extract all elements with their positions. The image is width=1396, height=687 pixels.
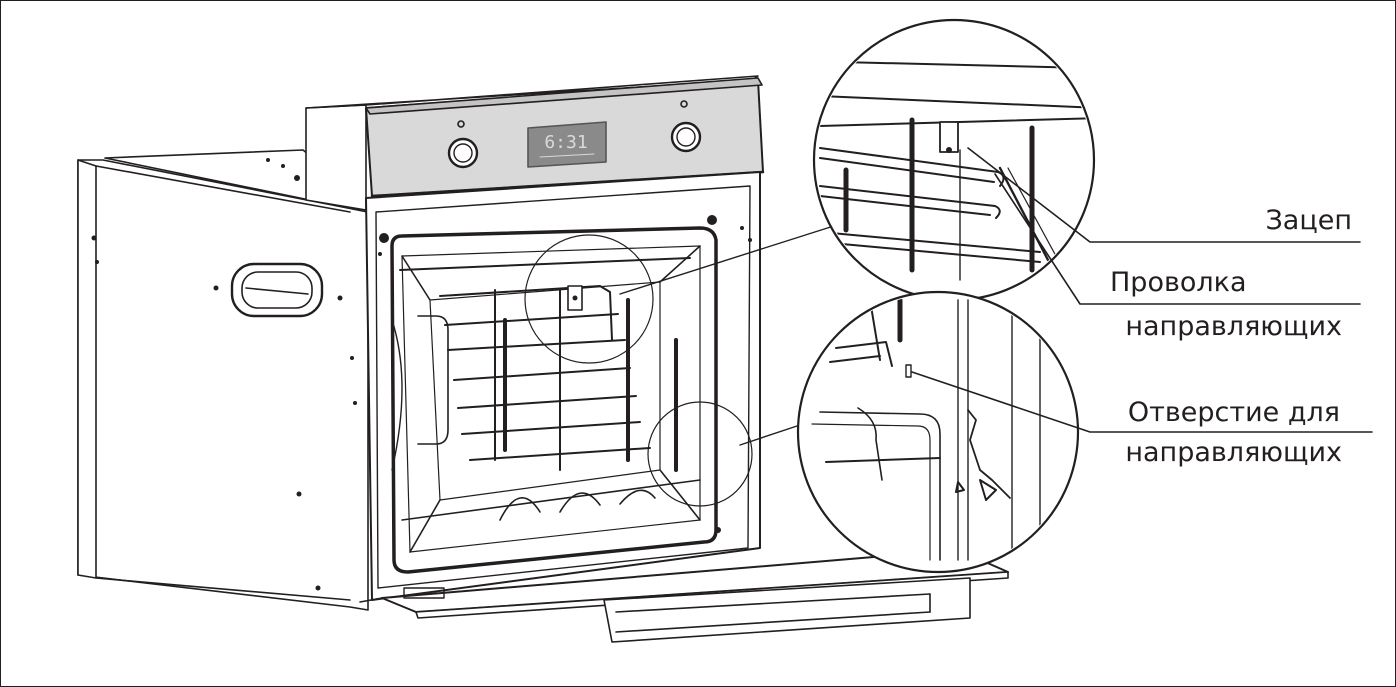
display-time: 6:31 xyxy=(544,132,587,153)
leader-lines xyxy=(619,223,841,446)
label-wire-line1: Проволка xyxy=(1110,267,1247,298)
right-knob-icon xyxy=(670,100,702,153)
oven-cavity xyxy=(365,171,761,601)
detail-circle-top xyxy=(524,234,654,364)
side-handle-icon xyxy=(230,262,324,318)
side-screws xyxy=(91,158,357,591)
clock-display: 6:31 xyxy=(527,121,607,168)
oven-door xyxy=(359,549,1009,643)
label-hole-line2: направляющих xyxy=(1125,437,1342,468)
zoom-circle-hole xyxy=(796,290,1080,574)
label-hook: Зацеп xyxy=(1265,205,1353,236)
side-racks xyxy=(399,257,691,472)
left-knob-icon xyxy=(447,120,479,169)
oven-side-panel xyxy=(77,149,369,611)
zoom-circle-hook xyxy=(812,18,1096,302)
detail-circle-bottom xyxy=(647,401,753,507)
label-hole-line1: Отверстие для xyxy=(1127,397,1340,428)
label-wire-line2: направляющих xyxy=(1125,311,1342,342)
hole-icon xyxy=(905,364,912,378)
callout-lines xyxy=(911,147,1373,433)
